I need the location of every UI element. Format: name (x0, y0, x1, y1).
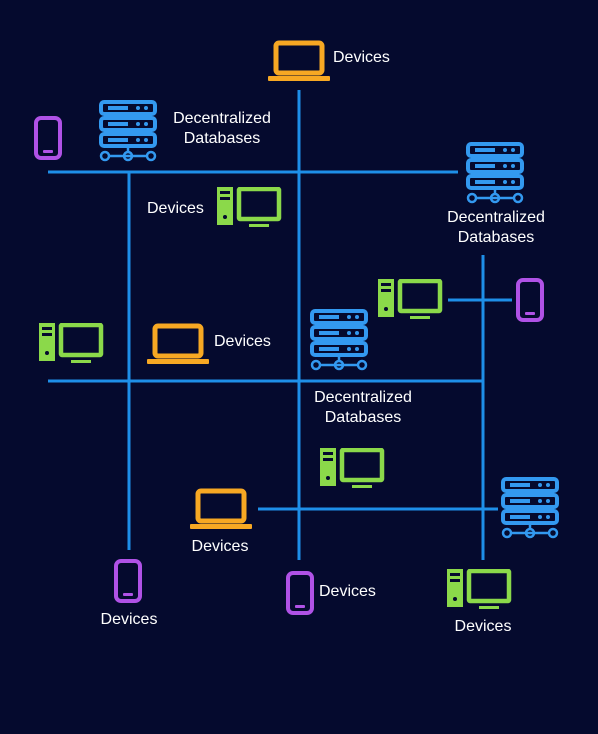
node-label: Devices (147, 200, 204, 217)
node-label: Devices (214, 333, 271, 350)
node-label: Devices (100, 611, 158, 628)
label-line: Databases (183, 130, 261, 147)
desktop-icon (320, 448, 382, 488)
node-label: Decentralized Databases (162, 109, 282, 149)
phone-icon (34, 116, 62, 160)
desktop-icon (447, 569, 509, 609)
laptop-icon (147, 326, 209, 364)
desktop-icon (378, 279, 440, 319)
server-icon (310, 309, 368, 371)
phone-icon (114, 559, 142, 603)
phone-icon (516, 278, 544, 322)
desktop-icon (39, 323, 101, 363)
node-label: Devices (333, 49, 390, 66)
node-label: Devices (454, 618, 512, 635)
laptop-icon (268, 43, 330, 81)
label-line: Decentralized (314, 389, 412, 406)
desktop-icon (217, 187, 279, 227)
node-label: Decentralized Databases (303, 388, 423, 428)
node-label: Devices (191, 538, 249, 555)
label-line: Decentralized (447, 209, 545, 226)
label-line: Databases (457, 229, 535, 246)
server-icon (466, 142, 524, 204)
node-label: Devices (319, 583, 376, 600)
phone-icon (286, 571, 314, 615)
server-icon (501, 477, 559, 539)
laptop-icon (190, 491, 252, 529)
node-label: Decentralized Databases (436, 208, 556, 248)
label-line: Decentralized (173, 110, 271, 127)
server-icon (99, 100, 157, 162)
label-line: Databases (324, 409, 402, 426)
